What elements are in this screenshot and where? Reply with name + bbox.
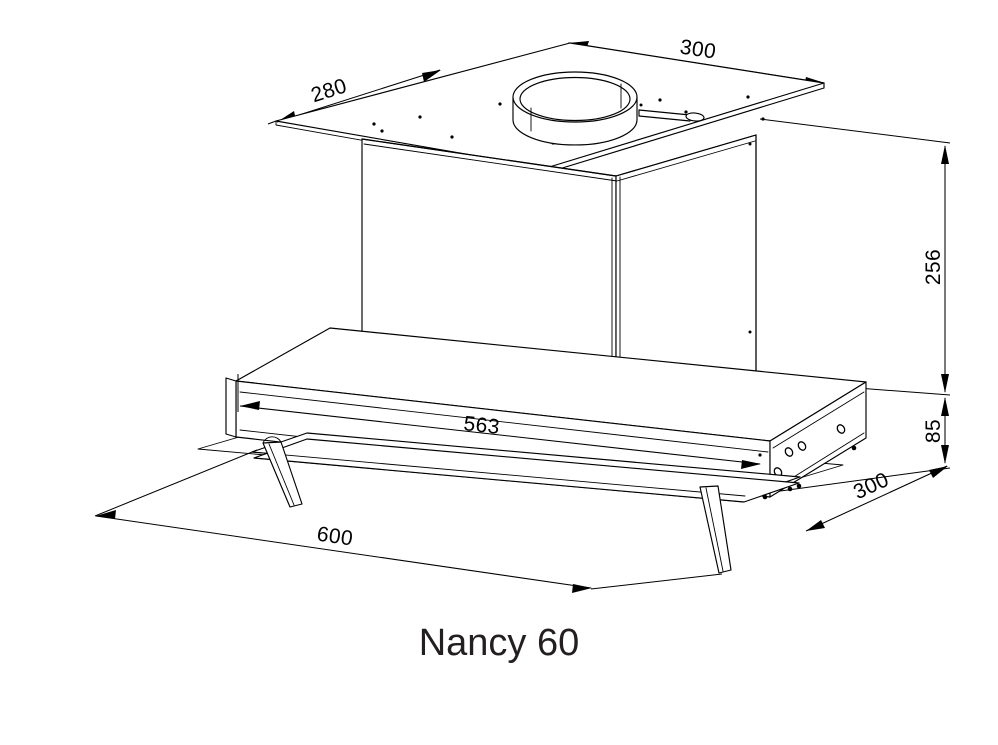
dimension-280-label: 280 bbox=[308, 74, 350, 107]
slide-bracket-right bbox=[699, 485, 732, 574]
pull-out-filter-panel bbox=[251, 432, 801, 503]
dimension-600: 600 bbox=[94, 449, 723, 593]
slide-bracket-left bbox=[262, 436, 303, 508]
dimension-600-label: 600 bbox=[315, 523, 354, 551]
dimension-85-label: 85 bbox=[922, 419, 945, 443]
dimension-85: 85 bbox=[922, 397, 949, 464]
page-title: Nancy 60 bbox=[419, 622, 580, 664]
dimension-300-bottom: 300 bbox=[805, 465, 948, 532]
dimension-300-top-label: 300 bbox=[678, 35, 717, 63]
dimension-256-label: 256 bbox=[922, 249, 945, 285]
dimension-563-label: 563 bbox=[462, 412, 501, 439]
dimension-256: 256 bbox=[922, 145, 949, 393]
duct-collar bbox=[512, 71, 705, 146]
dimension-563: 563 bbox=[237, 374, 761, 469]
dimension-300-bottom-label: 300 bbox=[850, 468, 893, 504]
